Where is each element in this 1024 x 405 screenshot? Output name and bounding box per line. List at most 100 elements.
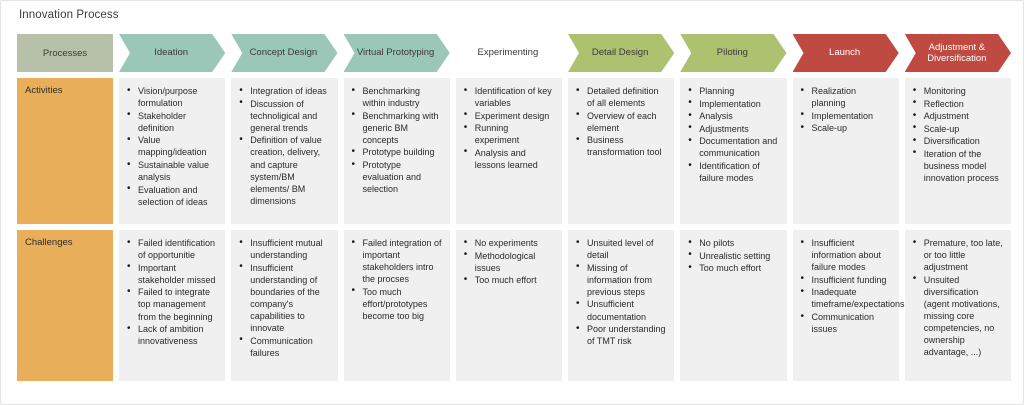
list-item: Premature, too late, or too little adjus…: [913, 236, 1004, 273]
stage-chevron-shape: Virtual Prototyping: [344, 34, 450, 72]
list-item: Missing of information from previous ste…: [576, 261, 667, 298]
list-item: No pilots: [688, 236, 779, 249]
list-item: Reflection: [913, 97, 1004, 110]
bullet-list: No pilotsUnrealistic settingToo much eff…: [688, 236, 779, 274]
cell: Insufficient mutual understandingInsuffi…: [231, 230, 338, 381]
list-item: Business transformation tool: [576, 134, 667, 158]
process-grid: Processes Ideation Concept Design Virtua…: [17, 34, 1011, 381]
list-item: Vision/purpose formulation: [127, 84, 218, 109]
list-item: Iteration of the business model innovati…: [913, 147, 1004, 184]
stage-label: Adjustment & Diversification: [927, 41, 987, 64]
list-item: Insufficient information about failure m…: [801, 236, 892, 273]
bullet-list: Unsuited level of detailMissing of infor…: [576, 236, 667, 347]
list-item: Realization planning: [801, 84, 892, 109]
stage-chevron-shape: Detail Design: [568, 34, 674, 72]
bullet-list: Failed identification of opportunitieImp…: [127, 236, 218, 347]
list-item: Stakeholder definition: [127, 109, 218, 134]
list-item: Insufficient understanding of boundaries…: [239, 261, 330, 335]
list-item: Evaluation and selection of ideas: [127, 183, 218, 208]
cell: MonitoringReflectionAdjustmentScale-upDi…: [904, 78, 1011, 224]
list-item: Communication issues: [801, 311, 892, 335]
bullet-list: Detailed definition of all elementsOverv…: [576, 84, 667, 159]
list-item: Unsufficient documentation: [576, 298, 667, 322]
stage-chevron-concept-design[interactable]: Concept Design: [231, 34, 337, 72]
list-item: Poor understanding of TMT risk: [576, 323, 667, 347]
cell: Realization planningImplementationScale-…: [792, 78, 899, 224]
list-item: Unsuited level of detail: [576, 236, 667, 261]
bullet-list: Failed integration of important stakehol…: [352, 236, 443, 322]
stage-chevron-experimenting[interactable]: Experimenting: [456, 34, 562, 72]
stage-chevron-adjustment-diversification[interactable]: Adjustment & Diversification: [905, 34, 1011, 72]
list-item: Documentation and communication: [688, 135, 779, 159]
cell: No pilotsUnrealistic settingToo much eff…: [680, 230, 787, 381]
list-item: Benchmarking within industry: [352, 84, 443, 109]
page-title: Innovation Process: [19, 9, 119, 21]
list-item: Detailed definition of all elements: [576, 84, 667, 109]
list-item: Value mapping/ideation: [127, 134, 218, 158]
bullet-list: Vision/purpose formulationStakeholder de…: [127, 84, 218, 208]
stage-chevron-shape: Launch: [793, 34, 899, 72]
stage-chevron-launch[interactable]: Launch: [793, 34, 899, 72]
stage-label: Piloting: [716, 47, 748, 59]
cell: Failed integration of important stakehol…: [343, 230, 450, 381]
list-item: Adjustment: [913, 110, 1004, 122]
list-item: Identification of key variables: [464, 84, 555, 109]
cell: Insufficient information about failure m…: [792, 230, 905, 381]
list-item: Failed identification of opportunitie: [127, 236, 218, 261]
stage-chevron-shape: Piloting: [680, 34, 786, 72]
list-item: Running experiment: [464, 122, 555, 146]
processes-label-cell: Processes: [17, 34, 113, 72]
bullet-list: Insufficient mutual understandingInsuffi…: [239, 236, 330, 359]
cell: Premature, too late, or too little adjus…: [904, 230, 1011, 381]
list-item: Integration of ideas: [239, 84, 330, 97]
cell: Detailed definition of all elementsOverv…: [568, 78, 675, 224]
stage-chevron-detail-design[interactable]: Detail Design: [568, 34, 674, 72]
list-item: Adjustments: [688, 122, 779, 135]
stage-chevron-shape: Experimenting: [456, 34, 562, 72]
bullet-list: Realization planningImplementationScale-…: [801, 84, 892, 134]
bullet-list: Integration of ideasDiscussion of techno…: [239, 84, 330, 207]
bullet-list: MonitoringReflectionAdjustmentScale-upDi…: [913, 84, 1004, 184]
list-item: Important stakeholder missed: [127, 261, 218, 286]
list-item: Too much effort/prototypes become too bi…: [352, 285, 443, 322]
list-item: Too much effort: [688, 262, 779, 274]
stage-chevron-virtual-prototyping[interactable]: Virtual Prototyping: [344, 34, 450, 72]
list-item: Discussion of technoligical and general …: [239, 97, 330, 134]
list-item: Analysis and lessons learned: [464, 146, 555, 171]
bullet-list: PlanningImplementationAnalysisAdjustment…: [688, 84, 779, 184]
list-item: Implementation: [688, 97, 779, 110]
list-item: Monitoring: [913, 84, 1004, 97]
bullet-list: Identification of key variablesExperimen…: [464, 84, 555, 171]
bullet-list: Insufficient information about failure m…: [801, 236, 905, 335]
cell: Integration of ideasDiscussion of techno…: [231, 78, 338, 224]
row-label-activities: Activities: [17, 78, 113, 224]
list-item: Prototype building: [352, 146, 443, 158]
stage-chevron-shape: Adjustment & Diversification: [905, 34, 1011, 72]
stage-header-row: Processes Ideation Concept Design Virtua…: [17, 34, 1011, 72]
cell: Vision/purpose formulationStakeholder de…: [119, 78, 226, 224]
list-item: Methodological issues: [464, 249, 555, 274]
bullet-list: No experimentsMethodological issuesToo m…: [464, 236, 555, 286]
stage-label: Concept Design: [249, 47, 318, 59]
stage-label: Virtual Prototyping: [356, 47, 435, 59]
list-item: Sustainable value analysis: [127, 159, 218, 183]
list-item: No experiments: [464, 236, 555, 249]
cell: PlanningImplementationAnalysisAdjustment…: [680, 78, 787, 224]
list-item: Too much effort: [464, 274, 555, 286]
list-item: Analysis: [688, 110, 779, 122]
list-item: Planning: [688, 84, 779, 97]
list-item: Inadequate timeframe/expectations: [801, 286, 905, 310]
stage-chevron-piloting[interactable]: Piloting: [680, 34, 786, 72]
list-item: Lack of ambition innovativeness: [127, 323, 218, 347]
row-challenges: ChallengesFailed identification of oppor…: [17, 230, 1011, 381]
row-activities: ActivitiesVision/purpose formulationStak…: [17, 78, 1011, 224]
list-item: Failed integration of important stakehol…: [352, 236, 443, 285]
list-item: Diversification: [913, 135, 1004, 147]
list-item: Prototype evaluation and selection: [352, 159, 443, 195]
stage-chevron-ideation[interactable]: Ideation: [119, 34, 225, 72]
list-item: Implementation: [801, 109, 892, 122]
stage-label: Launch: [829, 47, 861, 59]
list-item: Benchmarking with generic BM concepts: [352, 109, 443, 146]
list-item: Unrealistic setting: [688, 249, 779, 262]
